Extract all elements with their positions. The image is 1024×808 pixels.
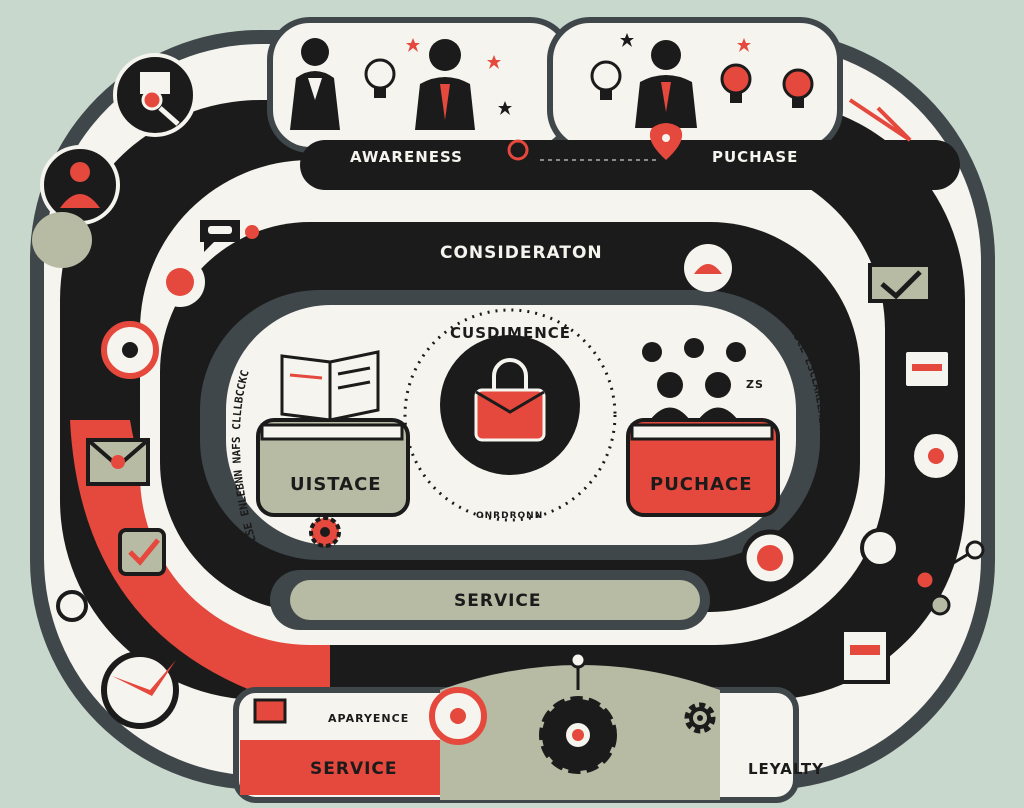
- briefcase-icon: [902, 348, 952, 390]
- shopping-bag-icon: [474, 358, 546, 442]
- purchase-top-label: PUCHASE: [712, 148, 798, 166]
- center-sub-label: ONRDRONN: [476, 511, 543, 521]
- sage-badge: [32, 212, 92, 268]
- target-icon: [166, 268, 194, 296]
- gear-icon: [337, 239, 363, 265]
- document-icon: [253, 698, 287, 724]
- service-bar-inner: [290, 580, 700, 620]
- book-icon: [280, 350, 380, 422]
- businesswoman-icon: [290, 38, 340, 130]
- search-icon: [140, 72, 180, 126]
- knob-icon: [56, 590, 88, 622]
- apparence-label: APARYENCE: [328, 712, 409, 725]
- compass-icon: [112, 660, 176, 696]
- clipboard-icon: [840, 628, 890, 684]
- person-icon: [60, 162, 100, 208]
- left-box-label: UISTACE: [290, 474, 382, 495]
- service-red-block: [240, 740, 440, 795]
- customer-center-label: CUSDIMENCE: [450, 324, 571, 342]
- consideration-label: CONSIDERATON: [440, 243, 603, 263]
- location-pin-icon: [649, 123, 683, 160]
- gear-icon: [787, 292, 813, 318]
- arrow-icon: [848, 98, 912, 142]
- mail-icon: [86, 438, 150, 486]
- target-icon: [694, 264, 722, 274]
- gear-icon: [757, 272, 783, 298]
- gear-icon: [687, 705, 713, 731]
- swirl-icon: [507, 139, 529, 161]
- checkmark-icon: [868, 263, 932, 303]
- checklist-icon: [118, 528, 166, 576]
- chat-icon: [200, 220, 259, 252]
- awareness-label: AWARENESS: [350, 148, 463, 166]
- loyalty-label: LEYALTY: [748, 760, 824, 778]
- gear-icon: [309, 516, 341, 548]
- badge-text: ZS: [746, 378, 764, 391]
- service-bottom-label: SERVICE: [310, 759, 398, 779]
- businessman-icon: [415, 39, 475, 130]
- person-badge: [40, 145, 120, 225]
- right-box-label: PUCHACE: [650, 474, 753, 495]
- top-band: [300, 140, 960, 190]
- network-icon: [914, 540, 985, 616]
- businessman-icon: [635, 40, 697, 128]
- gear-icon: [307, 255, 333, 281]
- people-icon: [642, 338, 746, 420]
- service-inner-label: SERVICE: [454, 591, 542, 611]
- shutter-icon: [741, 529, 799, 587]
- cursor-icon: [860, 528, 900, 568]
- gear-icon: [539, 696, 617, 774]
- gear-icon: [847, 177, 873, 203]
